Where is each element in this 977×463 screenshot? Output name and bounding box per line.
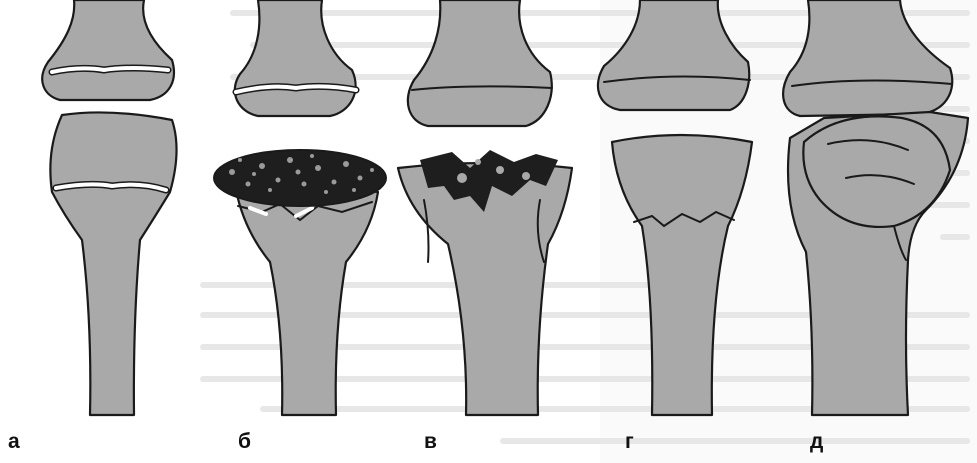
- panel-label-v: в: [424, 430, 437, 454]
- panel-a-upper-bone: [42, 0, 174, 100]
- panel-label-a: а: [8, 430, 20, 454]
- panel-a-diagram: [42, 0, 176, 415]
- panel-b-upper-bone: [235, 0, 356, 116]
- panel-v-upper-bone: [408, 0, 552, 126]
- panel-a-lower-bone: [50, 112, 176, 415]
- panel-label-d: д: [810, 430, 823, 454]
- panel-label-b: б: [238, 430, 251, 454]
- panel-v-diagram: [398, 0, 572, 415]
- panel-label-g: г: [625, 430, 634, 454]
- panel-b-diagram: [214, 0, 386, 415]
